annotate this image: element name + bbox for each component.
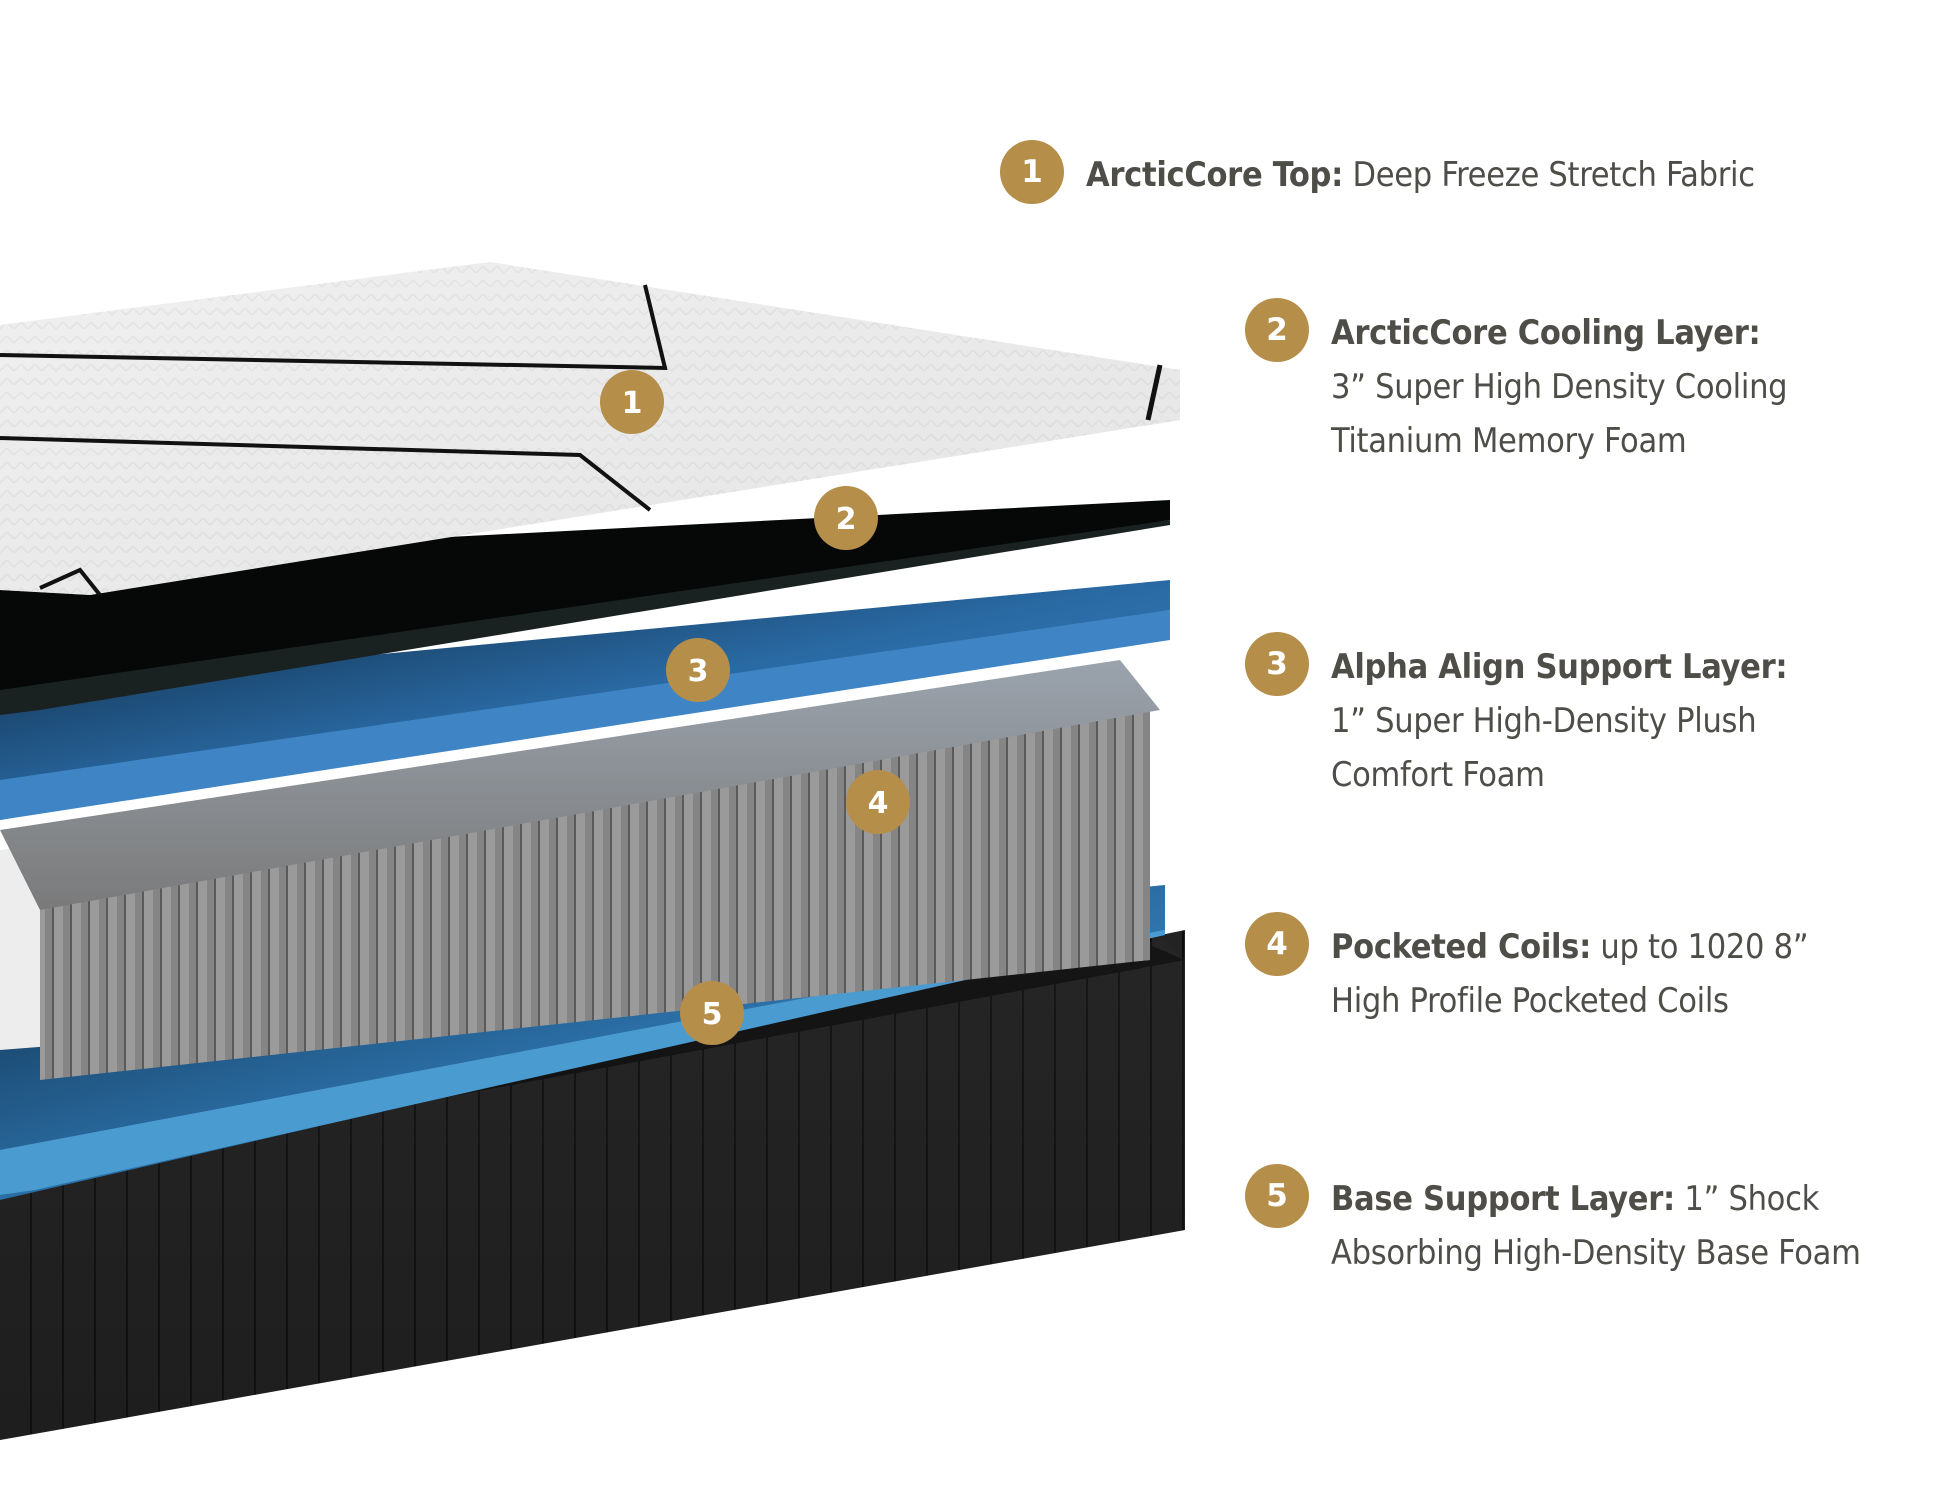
legend-title-5: Base Support Layer: xyxy=(1331,1179,1675,1219)
svg-text:2: 2 xyxy=(836,502,857,537)
diagram-badge-3: 3 xyxy=(666,638,730,702)
legend-item-1: 1 ArcticCore Top: Deep Freeze Stretch Fa… xyxy=(1000,140,1755,204)
legend-text-5: Base Support Layer: 1” Shock Absorbing H… xyxy=(1331,1172,1881,1280)
number-badge-3: 3 xyxy=(1245,632,1309,696)
svg-text:5: 5 xyxy=(702,997,723,1032)
legend-title-1: ArcticCore Top: xyxy=(1086,155,1344,195)
legend-title-2: ArcticCore Cooling Layer: xyxy=(1331,313,1761,353)
number-badge-2: 2 xyxy=(1245,298,1309,362)
number-badge-5: 5 xyxy=(1245,1164,1309,1228)
support-foam-layer-graphic xyxy=(0,580,1170,820)
legend-desc-1: Deep Freeze Stretch Fabric xyxy=(1343,155,1755,195)
mattress-layers-illustration: 1 2 3 4 5 xyxy=(0,262,1185,1440)
diagram-badge-5: 5 xyxy=(680,981,744,1045)
legend-desc-5: 1” Shock Absorbing High-Density Base Foa… xyxy=(1331,1179,1861,1273)
arcticcore-top-layer-graphic xyxy=(0,262,1180,597)
svg-text:1: 1 xyxy=(622,386,643,421)
legend-title-4: Pocketed Coils: xyxy=(1331,927,1592,967)
svg-text:3: 3 xyxy=(688,654,709,689)
legend-desc-3: 1” Super High-Density Plush Comfort Foam xyxy=(1331,701,1757,795)
legend-desc-2: 3” Super High Density Cooling Titanium M… xyxy=(1331,367,1788,461)
legend-item-2: 2 ArcticCore Cooling Layer: 3” Super Hig… xyxy=(1245,298,1805,468)
legend-text-4: Pocketed Coils: up to 1020 8” High Profi… xyxy=(1331,920,1871,1028)
legend-desc-4: up to 1020 8” High Profile Pocketed Coil… xyxy=(1331,927,1809,1021)
legend-text-1: ArcticCore Top: Deep Freeze Stretch Fabr… xyxy=(1086,148,1755,202)
legend-text-3: Alpha Align Support Layer: 1” Super High… xyxy=(1331,640,1831,802)
diagram-badge-2: 2 xyxy=(814,486,878,550)
legend-item-3: 3 Alpha Align Support Layer: 1” Super Hi… xyxy=(1245,632,1845,802)
number-badge-1: 1 xyxy=(1000,140,1064,204)
svg-text:4: 4 xyxy=(868,786,889,821)
legend-title-3: Alpha Align Support Layer: xyxy=(1331,647,1788,687)
legend-item-5: 5 Base Support Layer: 1” Shock Absorbing… xyxy=(1245,1164,1905,1280)
legend-text-2: ArcticCore Cooling Layer: 3” Super High … xyxy=(1331,306,1801,468)
number-badge-4: 4 xyxy=(1245,912,1309,976)
diagram-badge-1: 1 xyxy=(600,370,664,434)
legend-item-4: 4 Pocketed Coils: up to 1020 8” High Pro… xyxy=(1245,912,1885,1028)
diagram-badge-4: 4 xyxy=(846,770,910,834)
